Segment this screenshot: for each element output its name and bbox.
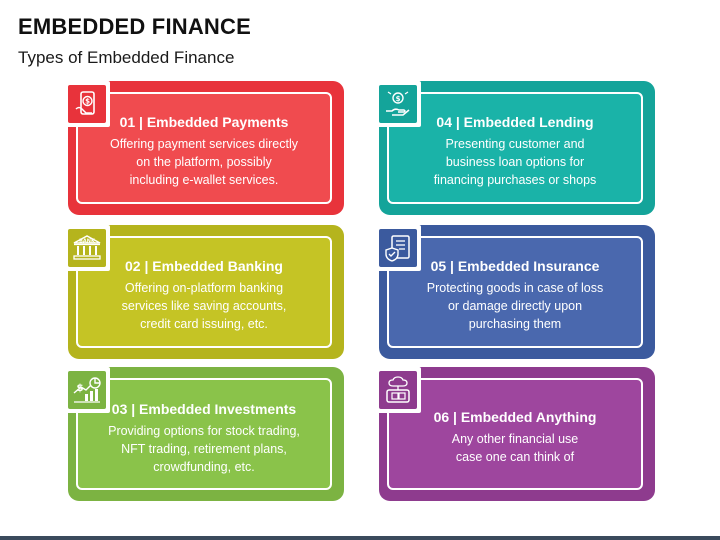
card-embedded-insurance: 05 | Embedded Insurance Protecting goods…	[375, 225, 655, 359]
card-heading: 06 | Embedded Anything	[433, 409, 597, 425]
svg-text:BANK: BANK	[79, 239, 96, 245]
card-description: Protecting goods in case of loss or dama…	[426, 281, 604, 331]
insurance-document-icon	[375, 225, 421, 271]
card-description: Providing options for stock trading, NFT…	[108, 424, 300, 474]
card-heading: 01 | Embedded Payments	[119, 114, 289, 130]
card-embedded-investments: $ 03 | Embedded Investments Providing op…	[64, 367, 344, 501]
card-heading: 04 | Embedded Lending	[436, 114, 594, 130]
payment-phone-icon: $	[64, 81, 110, 127]
card-description: Offering payment services directly on th…	[109, 137, 299, 187]
svg-text:$: $	[396, 95, 401, 103]
card-heading: 02 | Embedded Banking	[125, 258, 283, 274]
bank-icon: BANK	[64, 225, 110, 271]
card-embedded-payments: $ 01 | Embedded Payments Offering paymen…	[64, 81, 344, 215]
investment-chart-icon: $	[64, 367, 110, 413]
card-description: Offering on-platform banking services li…	[121, 281, 287, 331]
card-heading: 05 | Embedded Insurance	[430, 258, 600, 274]
footer-bar	[0, 536, 720, 540]
card-description: Presenting customer and business loan op…	[433, 137, 597, 187]
card-embedded-anything: 06 | Embedded Anything Any other financi…	[375, 367, 655, 501]
svg-text:$: $	[85, 98, 90, 106]
card-embedded-lending: $ 04 | Embedded Lending Presenting custo…	[375, 81, 655, 215]
card-heading: 03 | Embedded Investments	[111, 401, 297, 417]
card-description: Any other financial use case one can thi…	[451, 432, 579, 464]
card-embedded-banking: BANK 02 | Embedded Banking Offering on-p…	[64, 225, 344, 359]
page-subtitle: Types of Embedded Finance	[18, 48, 235, 67]
page-title: EMBEDDED FINANCE	[18, 14, 251, 39]
lending-hand-icon: $	[375, 81, 421, 127]
cloud-device-icon	[375, 367, 421, 413]
